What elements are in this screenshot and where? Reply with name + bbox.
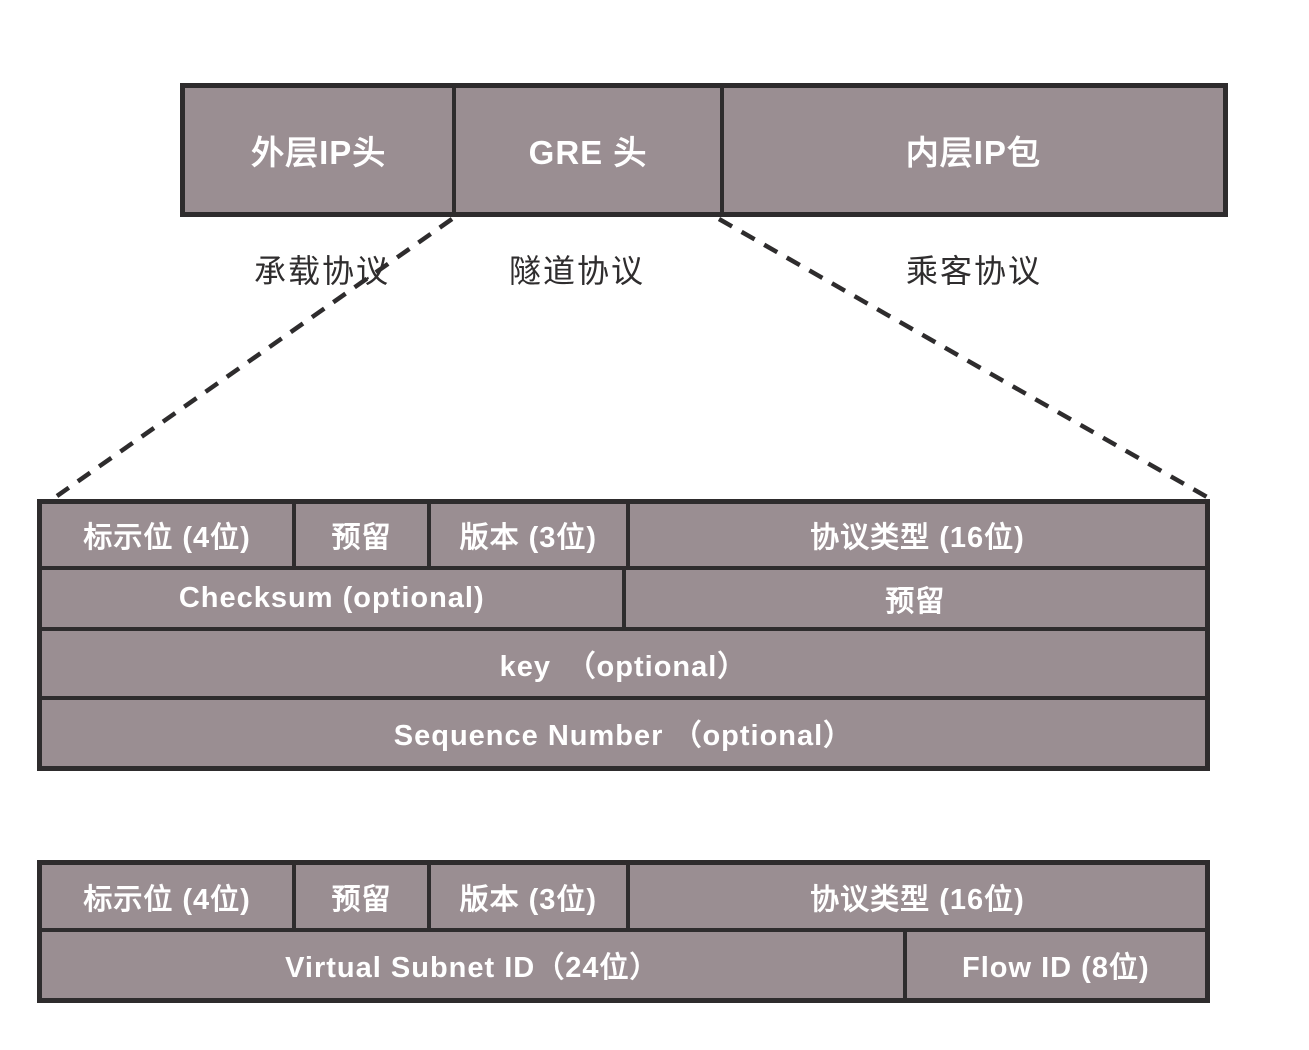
cell-flags: 标示位 (4位): [83, 522, 251, 554]
cell-sequence-number: Sequence Number （optional）: [393, 720, 854, 752]
label-carrier-protocol: 承载协议: [253, 253, 391, 289]
cell-version: 版本 (3位): [426, 865, 626, 928]
label-tunnel-protocol: 隧道协议: [508, 253, 646, 289]
segment-inner-ip-packet: 内层IP包: [719, 88, 1223, 212]
encapsulation-bar: 外层IP头 GRE 头 内层IP包: [180, 83, 1228, 217]
cell-reserved: 预留: [292, 504, 427, 566]
cell-flags: 标示位 (4位): [83, 883, 251, 916]
cell-version: 版本 (3位): [426, 504, 626, 566]
cell-flow-id: Flow ID (8位): [902, 932, 1205, 998]
cell-reserved: 预留: [292, 865, 427, 928]
cell-protocol-type: 协议类型 (16位): [625, 865, 1205, 928]
cell-checksum: Checksum (optional): [178, 582, 485, 614]
cell-reserved-2: 预留: [621, 570, 1206, 627]
gre-table-row-1: 标示位 (4位) 预留 版本 (3位) 协议类型 (16位): [42, 504, 1205, 566]
nvgre-header-table: 标示位 (4位) 预留 版本 (3位) 协议类型 (16位) Virtual S…: [37, 860, 1210, 1003]
gre-table-row-4: Sequence Number （optional）: [42, 696, 1205, 766]
cell-virtual-subnet-id: Virtual Subnet ID（24位）: [285, 952, 660, 984]
label-passenger-protocol: 乘客协议: [905, 253, 1043, 289]
gre-table-row-2: Checksum (optional) 预留: [42, 566, 1205, 627]
segment-gre-header-label: GRE 头: [528, 134, 648, 171]
gre-header-table: 标示位 (4位) 预留 版本 (3位) 协议类型 (16位) Checksum …: [37, 499, 1210, 771]
segment-outer-ip-header-label: 外层IP头: [251, 134, 387, 171]
segment-gre-header: GRE 头: [452, 88, 719, 212]
nvgre-table-row-2: Virtual Subnet ID（24位） Flow ID (8位): [42, 928, 1205, 998]
cell-protocol-type: 协议类型 (16位): [625, 504, 1205, 566]
nvgre-table-row-1: 标示位 (4位) 预留 版本 (3位) 协议类型 (16位): [42, 865, 1205, 928]
gre-table-row-3: key （optional）: [42, 627, 1205, 696]
cell-key: key （optional）: [499, 650, 748, 683]
segment-outer-ip-header: 外层IP头: [185, 88, 452, 212]
segment-inner-ip-packet-label: 内层IP包: [905, 134, 1041, 171]
